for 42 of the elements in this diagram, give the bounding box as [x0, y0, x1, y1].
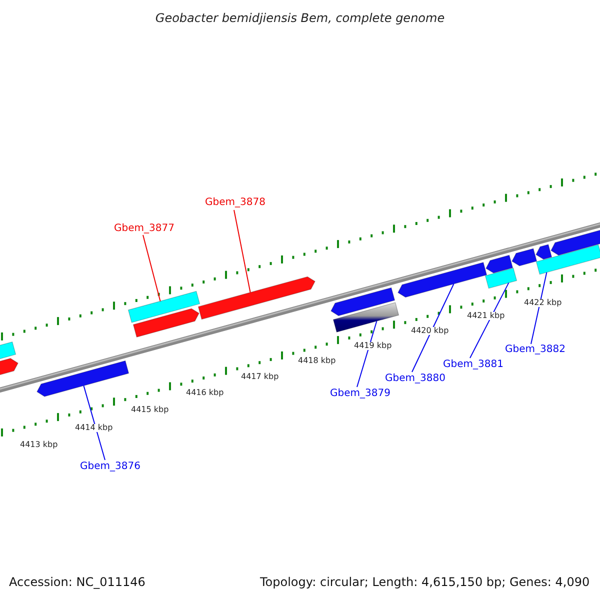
gene-feature: [512, 248, 538, 266]
gene-feature: [550, 228, 600, 256]
gene-label: Gbem_3880: [385, 374, 446, 384]
title: Geobacter bemidjiensis Bem, complete genome: [154, 12, 446, 24]
gene-feature: [398, 262, 488, 298]
gene-label: Gbem_3878: [205, 198, 266, 208]
gene-feature: [36, 360, 130, 397]
scale-label: 4414 kbp: [75, 424, 113, 432]
gene-feature: [536, 244, 600, 275]
scale-label: 4421 kbp: [467, 312, 505, 320]
scale-label: 4415 kbp: [131, 406, 169, 414]
leader-line: [142, 234, 161, 302]
gene-feature: [332, 302, 400, 333]
scale-label: 4417 kbp: [241, 373, 279, 381]
gene-label: Gbem_3877: [114, 224, 174, 234]
leader-line: [356, 320, 378, 388]
leader-line: [530, 272, 548, 344]
scale-label: 4419 kbp: [354, 342, 392, 350]
gene-label: Gbem_3876: [80, 462, 140, 472]
gene-feature: [486, 254, 514, 274]
scale-label: 4418 kbp: [298, 357, 336, 365]
accession-text: Accession: NC_011146: [9, 576, 146, 588]
leader-line: [234, 210, 251, 293]
gene-feature: [0, 341, 16, 362]
scale-label: 4422 kbp: [524, 299, 562, 307]
genome-summary: Topology: circular; Length: 4,615,150 bp; Genes: 4,090: [260, 576, 590, 588]
scale-label: 4413 kbp: [20, 441, 58, 449]
gene-feature: [198, 276, 316, 320]
leader-line: [470, 282, 510, 358]
gene-feature: [0, 358, 18, 378]
gene-feature: [330, 287, 396, 316]
scale-label: 4416 kbp: [186, 389, 224, 397]
leader-line: [412, 284, 454, 372]
gene-label: Gbem_3882: [505, 345, 566, 355]
gene-feature: [128, 290, 200, 323]
leader-line: [83, 385, 106, 460]
gene-feature: [132, 308, 200, 338]
gene-feature: [536, 244, 552, 260]
gene-feature: [484, 268, 518, 289]
gene-label: Gbem_3879: [330, 389, 390, 399]
gene-label: Gbem_3881: [443, 360, 504, 370]
scale-label: 4420 kbp: [411, 327, 449, 335]
